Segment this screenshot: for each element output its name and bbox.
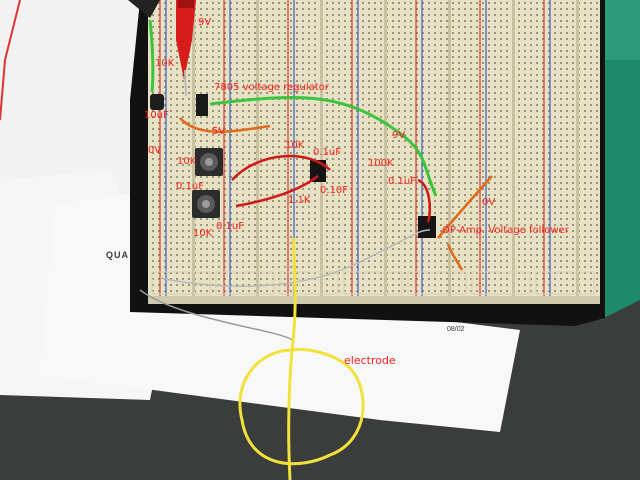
breadboard-groove [512,0,515,298]
potentiometer-b [192,190,220,218]
wire-grey-b [139,289,293,341]
label-10k-top: 10K [155,58,175,69]
breadboard-groove [256,0,259,298]
label-10k-mid: 10K [285,140,305,151]
ic-chip-opamp [418,216,436,238]
label-cap-010f: 0.10F [320,185,349,196]
label-cap-01uf-c: 0.1uF [313,147,341,158]
label-cap-01uf-d: 0.1uF [388,176,416,187]
label-1-1k: 1.1K [288,195,311,206]
electrolytic-capacitor [150,94,164,110]
label-0v-right: 0V [482,197,496,208]
wire-orange-a [179,117,271,133]
label-pot-10k-b: 10K [193,228,213,239]
breadboard-groove [576,0,579,298]
wire-red-a [231,154,331,181]
breadboard-segment [343,271,403,295]
potentiometer-a [195,148,223,176]
breadboard-segment [151,271,211,295]
wire-green [209,95,438,197]
electrode-wire [238,237,365,480]
label-electrode: electrode [344,354,396,367]
ic-chip-a [310,160,326,182]
breadboard-groove [448,0,451,298]
breadboard-groove [320,0,323,298]
breadboard-segment [279,271,339,295]
label-9v-top: 9V [198,17,212,28]
label-100k: 100K [368,158,394,169]
paper-date-text: 08/02 [447,326,465,333]
label-cap-01uf-b: 0.1uF [216,221,244,232]
breadboard-groove [192,0,195,298]
label-9v-right: 9V [392,130,406,141]
wire-green-left [148,19,155,93]
label-regulator: 7805 voltage regulator [214,82,329,93]
breadboard-groove [384,0,387,298]
wire-orange-c [446,243,464,271]
label-10uf: 10uF [144,110,169,121]
label-opamp: OP-Amp. Voltage follower [442,225,569,236]
label-0v: 0V [148,145,162,156]
label-5v: 5V [212,126,226,137]
wire-grey [159,229,431,287]
label-cap-01uf-a: 0.1uF [176,181,204,192]
breadboard-segment [215,271,275,295]
wire-red-c [417,178,432,223]
label-pot-10k-a: 10K [177,156,197,167]
voltage-regulator [196,94,208,116]
wire-red-b [235,175,319,208]
paper-brand-text: QUA [106,250,129,260]
breadboard-segment [471,271,531,295]
breadboard-segment [535,271,595,295]
breadboard-segment [407,271,467,295]
wire-orange-b [437,175,493,239]
alligator-clip [176,0,196,97]
